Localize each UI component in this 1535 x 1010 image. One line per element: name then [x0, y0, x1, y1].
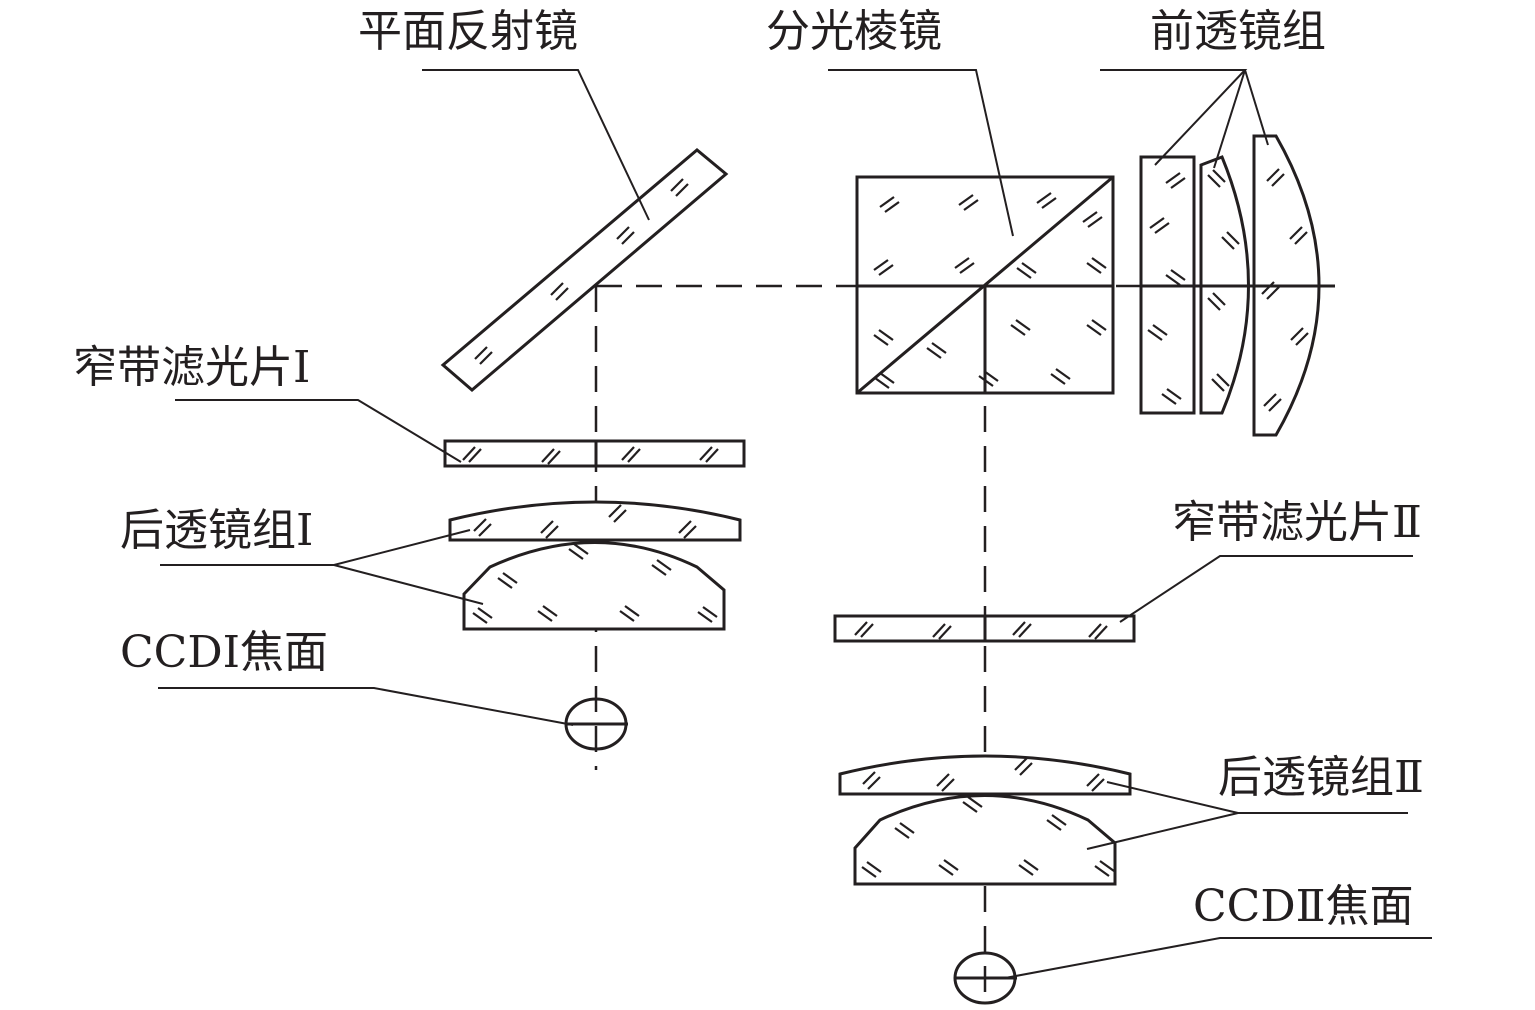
label-filter-1: 窄带滤光片Ⅰ	[73, 342, 310, 393]
rear-lens-2-hatching	[861, 757, 1115, 878]
label-rear-lens-group-2: 后透镜组Ⅱ	[1218, 752, 1424, 803]
label-front-lens-group: 前透镜组	[1150, 6, 1326, 57]
rear-lens-2b	[853, 794, 1117, 886]
filter-1-hatching	[462, 446, 719, 465]
front-lens-hatching	[1147, 168, 1309, 412]
labels: 平面反射镜 分光棱镜 前透镜组 窄带滤光片Ⅰ 后透镜组Ⅰ CCDⅠ焦面 窄带滤光…	[73, 6, 1424, 932]
leader-filter-2	[1119, 555, 1413, 623]
rear-lens-group-2	[838, 754, 1132, 886]
plane-mirror	[440, 148, 729, 392]
label-beam-splitter: 分光棱镜	[766, 6, 942, 57]
label-ccd-2: CCDⅡ焦面	[1193, 881, 1414, 932]
leader-front-lens-c	[1244, 69, 1269, 146]
beam-splitter-hatching	[873, 192, 1107, 389]
filter-1	[443, 439, 746, 468]
rear-lens-1b	[462, 541, 726, 631]
front-lens-group	[1139, 134, 1335, 437]
leader-front-lens-a	[1100, 69, 1248, 166]
leader-rear-lens-1b	[333, 564, 484, 605]
filter-2-hatching	[854, 621, 1108, 640]
leader-plane-mirror	[422, 69, 650, 221]
rear-lens-group-1	[448, 500, 742, 631]
leader-front-lens-b	[1213, 69, 1246, 169]
rear-lens-2a	[838, 754, 1132, 796]
leader-lines	[158, 69, 1432, 979]
leader-rear-lens-2b	[1086, 812, 1239, 850]
plane-mirror-body	[440, 148, 729, 392]
filter-2	[833, 614, 1136, 643]
beam-splitter-prism	[855, 175, 1115, 395]
leader-filter-1	[175, 399, 462, 463]
leader-ccd-1	[158, 687, 574, 726]
label-ccd-1: CCDⅠ焦面	[120, 627, 328, 678]
rear-lens-1a	[448, 500, 742, 542]
leader-ccd-2	[1004, 937, 1432, 979]
label-plane-mirror: 平面反射镜	[358, 6, 578, 57]
rear-lens-1-hatching	[472, 504, 718, 624]
leader-beam-splitter	[828, 69, 1014, 237]
label-filter-2: 窄带滤光片Ⅱ	[1172, 497, 1422, 548]
plane-mirror-hatching	[474, 178, 689, 365]
label-rear-lens-group-1: 后透镜组Ⅰ	[120, 505, 313, 556]
